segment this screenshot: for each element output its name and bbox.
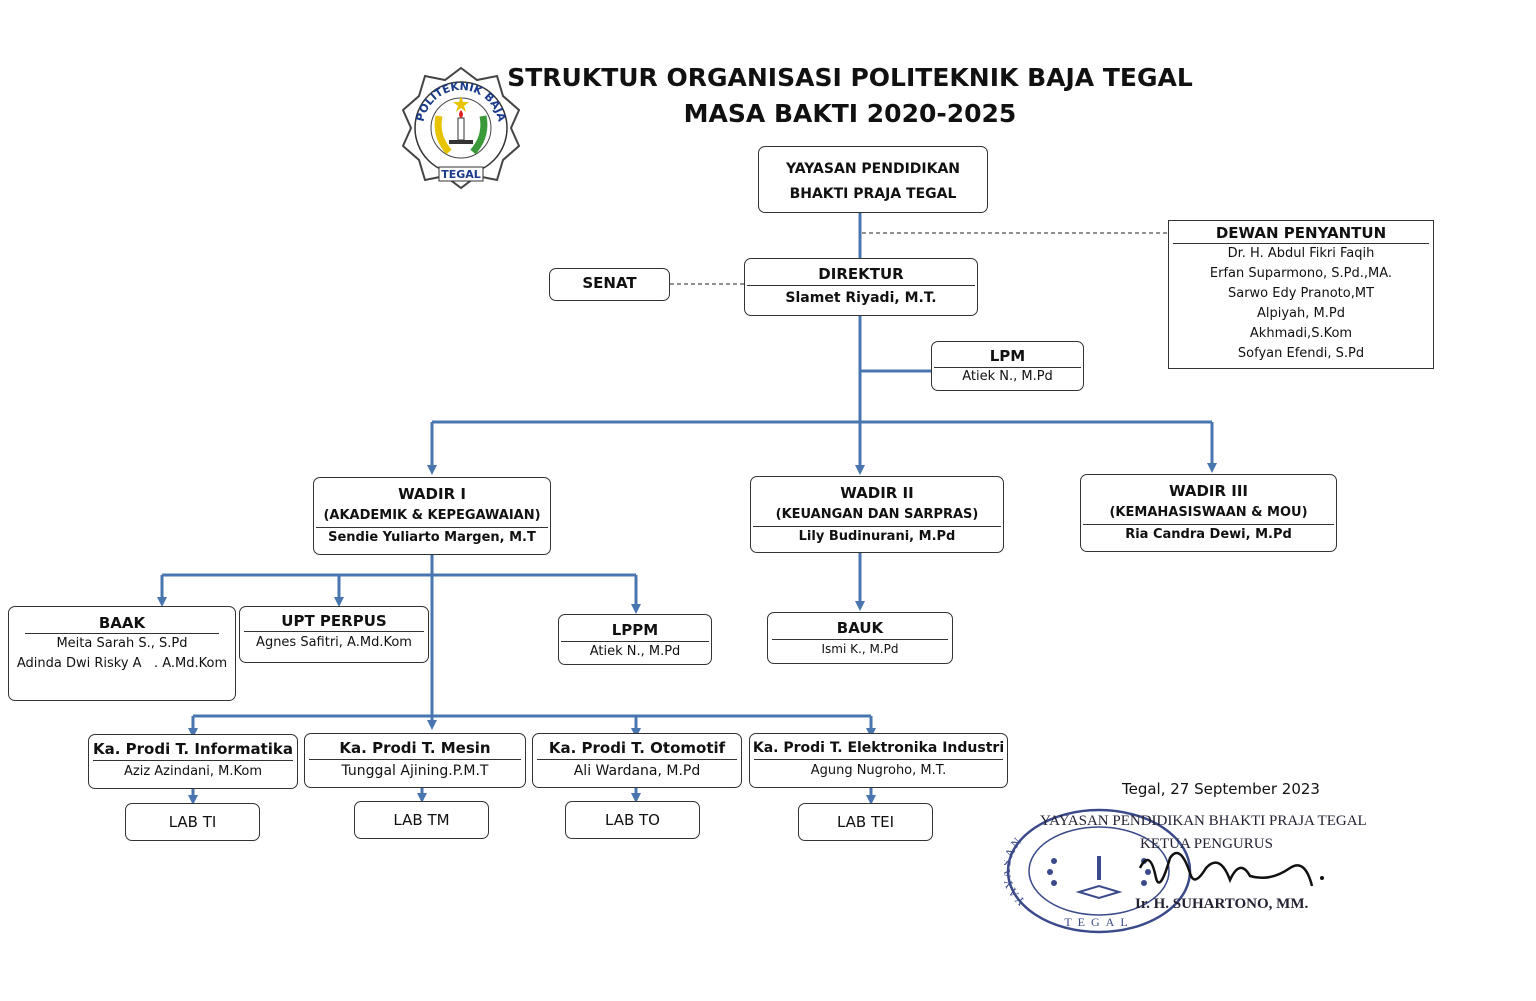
dewan-member: Alpiyah, M.Pd: [1257, 306, 1345, 321]
logo-bottom-text: TEGAL: [441, 168, 481, 181]
prodi-name: Agung Nugroho, M.T.: [810, 763, 947, 778]
wadir3-box: WADIR III (KEMAHASISWAAN & MOU) Ria Cand…: [1080, 474, 1337, 552]
prodi-mesin-box: Ka. Prodi T. Mesin Tunggal Ajining.P.M.T: [304, 733, 526, 788]
prodi-elektronika-box: Ka. Prodi T. Elektronika Industri Agung …: [749, 733, 1008, 788]
wadir3-name: Ria Candra Dewi, M.Pd: [1125, 527, 1292, 542]
direktur-title: DIREKTUR: [818, 265, 904, 283]
wadir1-divider: [316, 527, 548, 528]
prodi-title: Ka. Prodi T. Mesin: [339, 739, 491, 757]
lab-label: LAB TO: [605, 811, 660, 829]
dewan-member: Sarwo Edy Pranoto,MT: [1227, 286, 1375, 301]
dewan-penyantun-title: DEWAN PENYANTUN: [1215, 224, 1387, 242]
lab-tm-box: LAB TM: [354, 801, 489, 839]
wadir3-divider: [1083, 524, 1334, 525]
yayasan-line2: BHAKTI PRAJA TEGAL: [789, 186, 957, 202]
wadir1-name: Sendie Yuliarto Margen, M.T: [328, 530, 536, 545]
baak-title: BAAK: [98, 614, 146, 632]
signature-org: YAYASAN PENDIDIKAN BHAKTI PRAJA TEGAL: [1040, 813, 1367, 829]
prodi-title: Ka. Prodi T. Otomotif: [548, 739, 726, 757]
lpm-name: Atiek N., M.Pd: [962, 369, 1053, 384]
lab-label: LAB TEI: [836, 813, 895, 831]
lppm-title: LPPM: [611, 621, 659, 639]
perpus-divider: [244, 631, 424, 632]
wadir2-title: WADIR II: [840, 484, 914, 502]
dewan-member: Dr. H. Abdul Fikri Faqih: [1227, 246, 1375, 261]
dewan-member: Sofyan Efendi, S.Pd: [1237, 346, 1365, 361]
wadir2-box: WADIR II (KEUANGAN DAN SARPRAS) Lily Bud…: [750, 476, 1004, 553]
dewan-member: Akhmadi,S.Kom: [1249, 326, 1353, 341]
wadir3-sub: (KEMAHASISWAAN & MOU): [1109, 505, 1308, 520]
chart-title-line2: MASA BAKTI 2020-2025: [683, 99, 1017, 128]
wadir2-name: Lily Budinurani, M.Pd: [798, 529, 956, 544]
prodi-divider: [537, 759, 737, 760]
baak-name2: Adinda Dwi Risky A . A.Md.Kom: [16, 656, 228, 671]
wadir1-title: WADIR I: [398, 485, 466, 503]
lpm-box: LPM Atiek N., M.Pd: [931, 341, 1084, 391]
lpm-divider: [934, 367, 1081, 368]
politeknik-logo: POLITEKNIK BAJA TEGAL: [401, 66, 521, 190]
prodi-title: Ka. Prodi T. Elektronika Industri: [752, 740, 1005, 756]
lab-label: LAB TM: [393, 811, 450, 829]
prodi-name: Aziz Azindani, M.Kom: [123, 764, 263, 779]
dewan-member: Erfan Suparmono, S.Pd.,MA.: [1209, 266, 1393, 281]
direktur-name: Slamet Riyadi, M.T.: [785, 290, 937, 306]
chart-title: STRUKTUR ORGANISASI POLITEKNIK BAJA TEGA…: [500, 60, 1200, 132]
signature-date: Tegal, 27 September 2023: [1122, 780, 1320, 798]
dewan-divider: [1173, 243, 1429, 244]
handwritten-signature: [1138, 851, 1324, 887]
bauk-divider: [772, 639, 948, 640]
yayasan-box: YAYASAN PENDIDIKAN BHAKTI PRAJA TEGAL: [758, 146, 988, 213]
lab-ti-box: LAB TI: [125, 803, 260, 841]
wadir1-sub: (AKADEMIK & KEPEGAWAIAN): [323, 508, 541, 523]
wadir1-box: WADIR I (AKADEMIK & KEPEGAWAIAN) Sendie …: [313, 477, 551, 555]
lab-to-box: LAB TO: [565, 801, 700, 839]
bauk-name: Ismi K., M.Pd: [821, 642, 899, 656]
direktur-box: DIREKTUR Slamet Riyadi, M.T.: [744, 258, 978, 316]
prodi-title: Ka. Prodi T. Informatika: [93, 740, 293, 758]
wadir3-title: WADIR III: [1168, 482, 1249, 500]
baak-box: BAAK Meita Sarah S., S.Pd Adinda Dwi Ris…: [8, 606, 236, 701]
yayasan-line1: YAYASAN PENDIDIKAN: [785, 161, 961, 177]
prodi-name: Tunggal Ajining.P.M.T: [341, 763, 489, 779]
direktur-divider: [747, 285, 975, 286]
signature-role: KETUA PENGURUS: [1140, 836, 1273, 852]
chart-title-line1: STRUKTUR ORGANISASI POLITEKNIK BAJA TEGA…: [507, 63, 1193, 92]
senat-box: SENAT: [549, 268, 670, 301]
prodi-divider: [93, 760, 293, 761]
wadir2-divider: [753, 526, 1001, 527]
perpus-title: UPT PERPUS: [281, 612, 387, 630]
bauk-box: BAUK Ismi K., M.Pd: [767, 612, 953, 664]
dewan-penyantun-box: DEWAN PENYANTUN Dr. H. Abdul Fikri Faqih…: [1168, 220, 1434, 369]
wadir2-sub: (KEUANGAN DAN SARPRAS): [775, 507, 979, 522]
lppm-box: LPPM Atiek N., M.Pd: [558, 614, 712, 665]
baak-name1: Meita Sarah S., S.Pd: [56, 636, 188, 651]
perpus-name: Agnes Safitri, A.Md.Kom: [256, 635, 412, 650]
lppm-name: Atiek N., M.Pd: [589, 644, 681, 659]
prodi-otomotif-box: Ka. Prodi T. Otomotif Ali Wardana, M.Pd: [532, 733, 742, 788]
seal-bottom-text: TEGAL: [1064, 915, 1133, 929]
upt-perpus-box: UPT PERPUS Agnes Safitri, A.Md.Kom: [239, 606, 429, 663]
prodi-informatika-box: Ka. Prodi T. Informatika Aziz Azindani, …: [88, 734, 298, 789]
signature-name: Ir. H. SUHARTONO, MM.: [1135, 896, 1309, 912]
senat-title: SENAT: [582, 274, 637, 292]
bauk-title: BAUK: [836, 619, 884, 637]
lpm-title: LPM: [989, 347, 1026, 365]
lab-label: LAB TI: [168, 813, 217, 831]
prodi-divider: [754, 759, 1003, 760]
prodi-divider: [309, 759, 521, 760]
lab-tei-box: LAB TEI: [798, 803, 933, 841]
baak-divider: [25, 633, 219, 634]
prodi-name: Ali Wardana, M.Pd: [573, 763, 701, 779]
lppm-divider: [561, 641, 709, 642]
